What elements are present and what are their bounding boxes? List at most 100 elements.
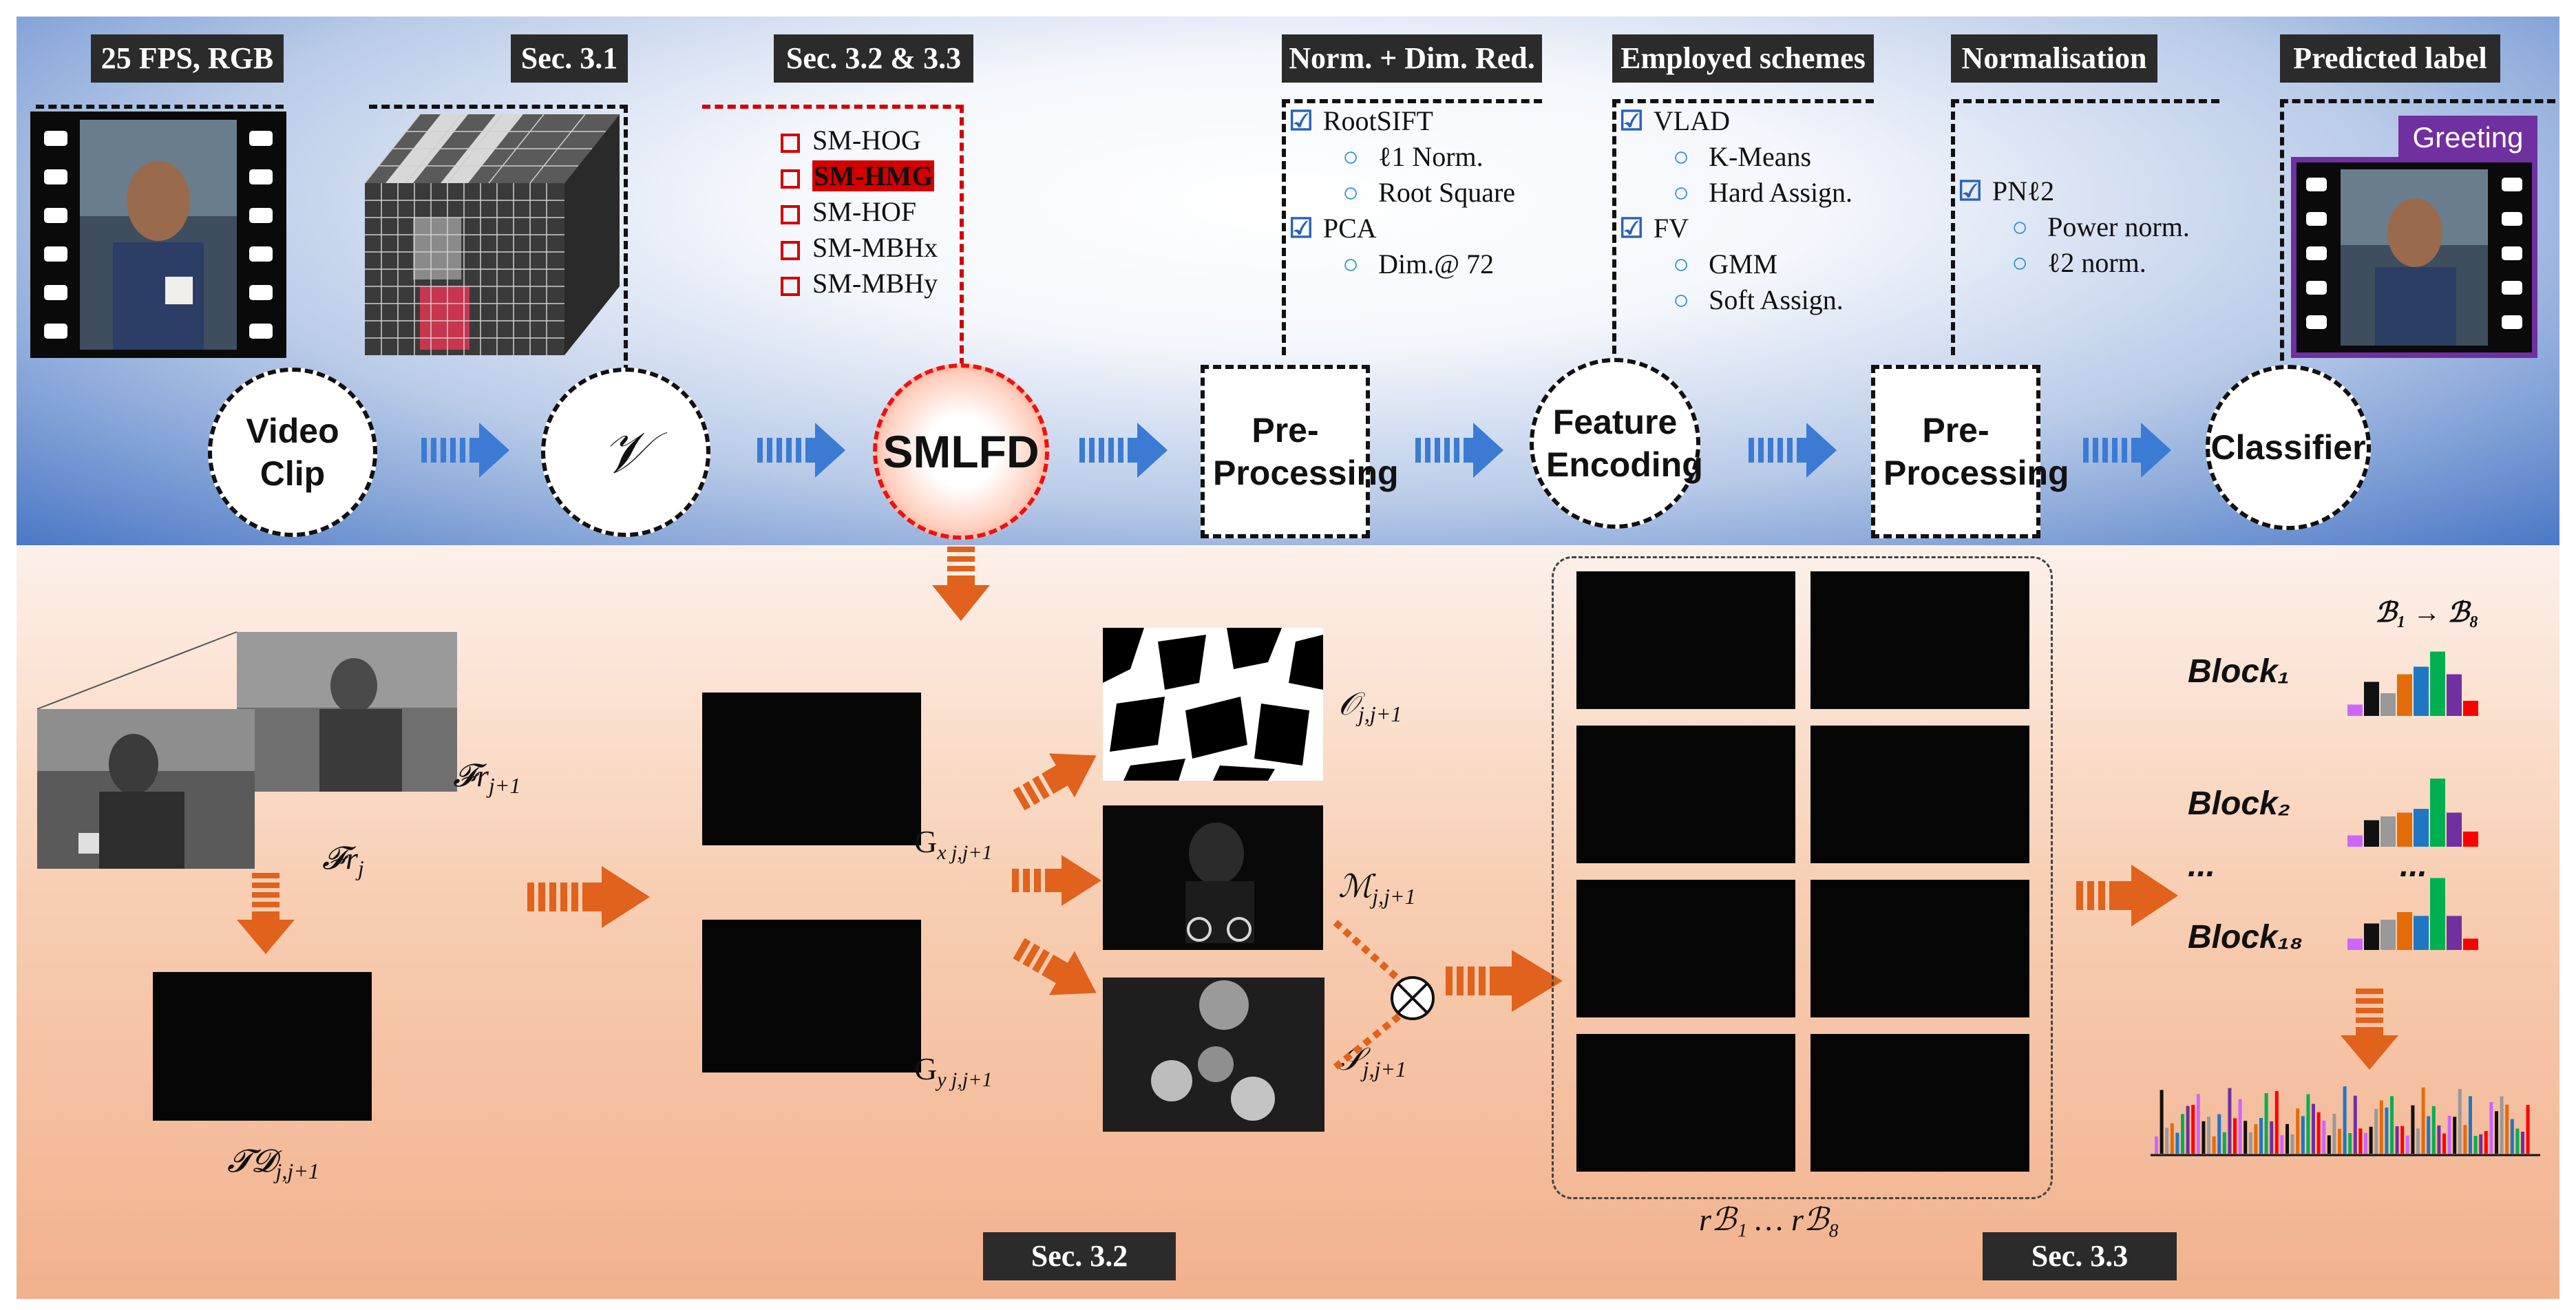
descriptor-bar: [2170, 1123, 2174, 1154]
descriptor-bar: [2458, 1089, 2462, 1154]
descriptor-bar: [2160, 1090, 2164, 1154]
descriptor-bar: [2442, 1133, 2446, 1154]
descriptor-bar: [2306, 1094, 2310, 1154]
histogram-bar: [2414, 916, 2429, 950]
response-image: [1576, 726, 1795, 863]
descriptor-bar: [2484, 1131, 2488, 1154]
dim-label: Dim.@ 72: [1378, 249, 1495, 279]
sm-hog-item: SM-HOG: [781, 123, 921, 158]
descriptor-bar: [2385, 1107, 2389, 1154]
video-filmstrip-image: [30, 112, 286, 358]
descriptor-bar: [2427, 1116, 2431, 1154]
circle-bullet-icon: ○: [1342, 249, 1360, 279]
descriptor-bar: [2322, 1120, 2326, 1154]
pn-list: ☑PNℓ2 ○Power norm. ○ℓ2 norm.: [1958, 173, 2190, 281]
histogram-bar: [2364, 682, 2379, 716]
orientation-map-image: [1103, 628, 1323, 781]
descriptor-bar: [2353, 1095, 2357, 1154]
rb-label: rℬ₁ … rℬ₈: [1699, 1202, 1840, 1237]
sm-hmg-item: SM-HMG: [781, 158, 935, 194]
descriptor-bar: [2332, 1113, 2336, 1154]
checkbox-icon: [781, 204, 800, 224]
gy-label: Gy j,j+1: [914, 1050, 992, 1092]
histogram-bar: [2430, 651, 2445, 716]
descriptor-bar: [2175, 1132, 2179, 1154]
descriptor-bar: [2217, 1114, 2221, 1154]
orange-arrow-icon: [527, 866, 650, 928]
check-icon: ☑: [1289, 105, 1313, 136]
circle-bullet-icon: ○: [2012, 211, 2029, 242]
descriptor-bar: [2400, 1126, 2405, 1154]
descriptor-bar: [2489, 1101, 2493, 1154]
descriptor-bar: [2186, 1106, 2190, 1154]
m-label: ℳj,j+1: [1338, 867, 1416, 909]
blue-arrow-icon: [2083, 423, 2171, 478]
node-preprocessing-1: Pre-Processing: [1201, 365, 1399, 538]
circle-bullet-icon: ○: [1673, 249, 1690, 279]
descriptor-bar: [2369, 1126, 2373, 1154]
descriptor-bar: [2316, 1112, 2321, 1154]
blue-arrow-icon: [1079, 423, 1168, 478]
descriptor-bar: [2233, 1118, 2237, 1154]
gy-subscript: y j,j+1: [937, 1068, 993, 1092]
descriptor-bar: [2495, 1111, 2498, 1154]
descriptor-bar: [2264, 1093, 2268, 1154]
node-classifier: Classifier: [2206, 365, 2371, 530]
circle-bullet-icon: ○: [1342, 141, 1360, 172]
v-label: 𝒱: [602, 419, 650, 486]
gx-text: G: [914, 824, 938, 859]
gx-subscript: x j,j+1: [937, 841, 993, 865]
node-smlfd: SMLFD: [873, 363, 1049, 540]
vlad-label: VLAD: [1653, 105, 1730, 136]
descriptor-bar: [2358, 1128, 2363, 1154]
b1-b8-label: ℬ₁ → ℬ₈: [2375, 597, 2479, 628]
descriptor-bar: [2469, 1096, 2472, 1154]
circle-bullet-icon: ○: [1342, 177, 1360, 208]
blue-arrow-icon: [421, 423, 509, 478]
video-volume-cube-image: [364, 114, 620, 355]
descriptor-bar: [2390, 1096, 2394, 1154]
l1-label: ℓ1 Norm.: [1378, 141, 1484, 172]
histogram-bar: [2463, 701, 2478, 716]
leader-line: [2280, 99, 2284, 361]
histogram-bar: [2380, 816, 2396, 847]
checkbox-icon: [781, 169, 800, 189]
blue-arrow-icon: [1749, 423, 1837, 478]
descriptor-bar: [2285, 1123, 2289, 1154]
response-image: [1810, 726, 2029, 863]
tag-sec33: Sec. 3.3: [1983, 1232, 2177, 1280]
histogram-bar: [2397, 674, 2412, 716]
td-text: 𝓣𝓓: [227, 1143, 276, 1179]
pca-label: PCA: [1322, 213, 1377, 244]
descriptor-bar: [2191, 1105, 2195, 1154]
orange-down-arrow-icon: [932, 547, 990, 621]
multiply-node-icon: [1333, 920, 1435, 1070]
tag-normalisation: Normalisation: [1951, 34, 2157, 83]
descriptor-bar: [2296, 1108, 2300, 1154]
node-preprocessing-2: Pre-Processing: [1871, 365, 2069, 538]
orange-arrow-icon: [1012, 855, 1101, 906]
descriptor-bar: [2274, 1090, 2279, 1154]
sm-mbhy-item: SM-MBHy: [781, 266, 938, 302]
schemes-list: ☑VLAD ○K-Means ○Hard Assign. ☑FV ○GMM ○S…: [1619, 103, 1852, 318]
histogram-bar: [2447, 674, 2462, 716]
histogram-bar: [2380, 920, 2396, 950]
sm-hof-label: SM-HOF: [812, 196, 917, 227]
node-feature-encoding: Feature Encoding: [1530, 358, 1703, 529]
leader-line: [702, 105, 964, 109]
descriptor-bar: [2270, 1121, 2274, 1154]
descriptor-bar: [2521, 1131, 2524, 1154]
rootsift-label: RootSIFT: [1322, 105, 1433, 136]
m-subscript: j,j+1: [1372, 884, 1416, 909]
descriptor-bar: [2338, 1128, 2341, 1154]
check-icon: ☑: [1958, 176, 1983, 207]
fr-j1-text: 𝓕r: [453, 758, 489, 793]
descriptor-bar: [2364, 1132, 2367, 1154]
gy-text: G: [914, 1051, 938, 1086]
leader-line: [960, 105, 964, 366]
check-icon: ☑: [1619, 213, 1644, 244]
s-subscript: j,j+1: [1362, 1057, 1406, 1082]
response-image: [1810, 1034, 2029, 1172]
response-image: [1810, 880, 2029, 1017]
power-norm-label: Power norm.: [2047, 211, 2190, 242]
